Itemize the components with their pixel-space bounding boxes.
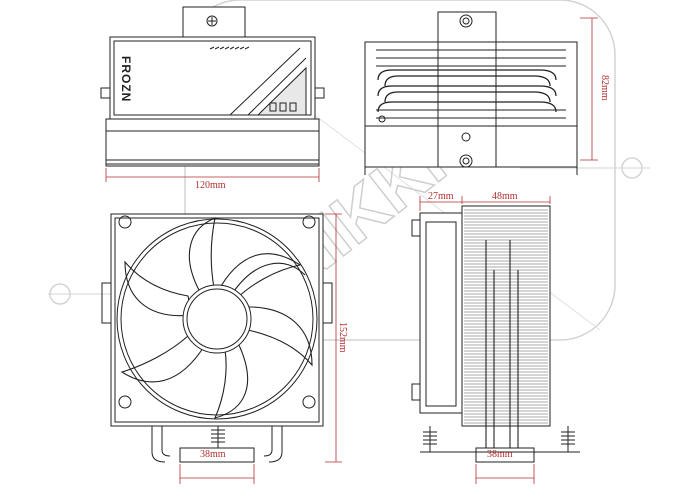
profile-springs-left xyxy=(423,426,437,452)
watermark-circle-left xyxy=(49,283,71,305)
top-view-clip-right xyxy=(314,87,325,99)
fan-corner-hole-tr xyxy=(302,215,316,229)
front-view xyxy=(101,213,333,463)
top-view xyxy=(100,6,325,167)
dim-base-side xyxy=(475,464,535,484)
top-view-mount-screw xyxy=(206,15,218,27)
brand-label: FROZN xyxy=(119,56,133,102)
side-view xyxy=(364,11,578,175)
shroud-accent-line-2 xyxy=(247,57,307,116)
side-view-fan-clip-left xyxy=(378,115,386,123)
front-view-heatpipes xyxy=(151,426,283,463)
fan-corner-hole-br xyxy=(302,395,316,409)
shroud-badges xyxy=(269,102,297,112)
dim-height-side xyxy=(580,17,598,161)
front-view-base xyxy=(179,447,255,463)
profile-fan xyxy=(419,212,463,414)
top-view-fin-stack xyxy=(105,118,320,132)
dim-width-top-label: 120mm xyxy=(195,180,226,191)
fan-corner-hole-bl xyxy=(118,395,132,409)
fan-ring xyxy=(116,218,318,420)
profile-view xyxy=(411,205,580,463)
top-view-mount-tab xyxy=(182,6,246,38)
fan-blades xyxy=(120,217,313,419)
top-view-shroud-inner xyxy=(113,40,312,116)
side-view-bottom-screw xyxy=(459,154,473,168)
side-view-heatpipes xyxy=(377,69,557,113)
side-view-base-screw xyxy=(461,132,471,142)
side-view-frame xyxy=(364,41,578,168)
side-view-top-screw xyxy=(459,14,473,28)
side-view-top-screw-inner xyxy=(462,17,470,25)
watermark-circle-right xyxy=(621,157,643,179)
profile-clip-left xyxy=(411,219,421,237)
profile-heatpipes xyxy=(485,240,519,448)
front-view-frame-inner xyxy=(114,217,320,423)
side-view-bottom-screw-inner xyxy=(462,157,470,165)
watermark-frame xyxy=(184,0,616,341)
profile-clip-left-bottom xyxy=(411,383,421,401)
fan-hub-inner xyxy=(186,288,248,350)
dim-depth-top xyxy=(419,196,551,211)
dim-base-front-label: 38mm xyxy=(200,449,226,460)
dim-depth-fins-label: 48mm xyxy=(492,191,518,202)
front-view-springs xyxy=(211,426,225,448)
profile-fin-stack xyxy=(461,205,551,427)
dim-depth-fan-label: 27mm xyxy=(428,191,454,202)
dim-height-side-label: 82mm xyxy=(599,75,610,101)
front-view-clip-right xyxy=(322,282,333,324)
dim-height-front-label: 152mm xyxy=(337,322,348,353)
profile-fan-inner xyxy=(425,221,457,407)
dim-width-top xyxy=(105,168,320,182)
fan-corner-hole-tl xyxy=(118,215,132,229)
profile-springs-right xyxy=(561,426,575,452)
shroud-accent-line xyxy=(229,47,301,116)
fan-ring-inner xyxy=(120,222,314,416)
fan-hub xyxy=(182,284,252,354)
dim-base-side-label: 38mm xyxy=(487,449,513,460)
top-view-clip-left xyxy=(100,87,111,99)
profile-fins xyxy=(464,209,548,424)
dim-base-front xyxy=(179,464,255,484)
top-view-base-body xyxy=(105,130,320,167)
front-view-clip-left xyxy=(101,282,112,324)
shroud-vent-slots xyxy=(209,46,250,50)
dim-height-front xyxy=(325,213,342,463)
